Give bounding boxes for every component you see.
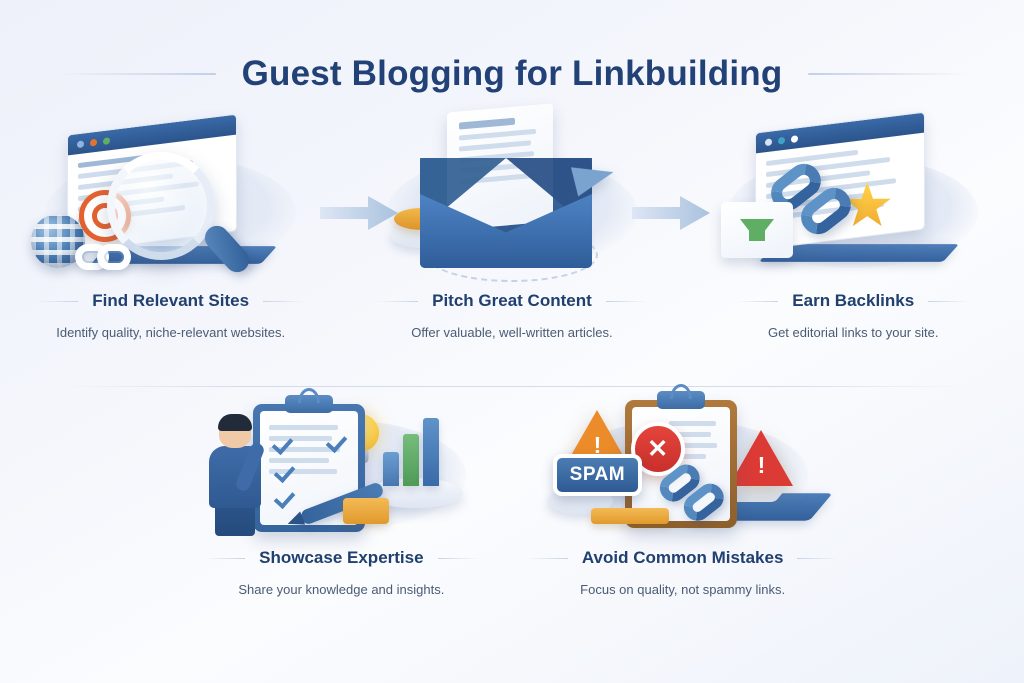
illustration-earn-backlinks (703, 110, 1003, 285)
caption-rule-left (376, 300, 419, 302)
browser-dot-3 (102, 136, 110, 145)
caption-rule-right (605, 300, 648, 302)
caption-heading-row: Find Relevant Sites (0, 291, 341, 311)
content-line (458, 117, 515, 130)
spam-badge-icon: SPAM (552, 454, 643, 496)
x-circle-icon: ✕ (630, 422, 685, 476)
content-line (669, 454, 707, 459)
download-check-card-icon (721, 202, 794, 258)
chain-link-icon (654, 458, 732, 528)
warning-triangle-icon (728, 430, 793, 486)
clipboard-clip (656, 391, 705, 409)
content-line (669, 421, 716, 426)
browser-dot-1 (765, 137, 773, 146)
steps-row-top: Find Relevant Sites Identify quality, ni… (0, 103, 1024, 380)
orange-block (343, 498, 390, 524)
caption-rule-left (736, 300, 779, 302)
caption-heading-row: Showcase Expertise (171, 548, 512, 568)
caption-rule-right (437, 557, 480, 559)
caption-rule-right (928, 300, 971, 302)
step-heading: Showcase Expertise (259, 548, 424, 567)
orange-block (590, 508, 669, 524)
step-description: Offer valuable, well-written articles. (411, 325, 613, 340)
clipboard-clip (285, 395, 334, 413)
browser-dot-2 (778, 136, 786, 145)
content-line (269, 425, 339, 430)
caption-heading-row: Earn Backlinks (683, 291, 1024, 311)
person-hair (218, 414, 253, 431)
step-card-find-relevant-sites[interactable]: Find Relevant Sites Identify quality, ni… (0, 110, 341, 380)
caption-rule-left (36, 300, 79, 302)
content-line (669, 432, 712, 437)
content-line (458, 128, 537, 141)
browser-dot-2 (89, 138, 97, 147)
warning-exclamation: ! (757, 452, 766, 478)
caption-heading-row: Pitch Great Content (341, 291, 682, 311)
title-bar: Guest Blogging for Linkbuilding (0, 46, 1024, 102)
title-rule-left (55, 73, 216, 75)
content-line (269, 447, 340, 452)
content-line (269, 436, 332, 441)
caption-pitch-great-content: Pitch Great Content Offer valuable, well… (341, 285, 682, 340)
download-arrow-icon (740, 219, 775, 241)
illustration-find-relevant-sites (21, 110, 321, 285)
envelope-icon (419, 103, 592, 268)
chain-link-icon (74, 242, 137, 272)
content-line (269, 469, 337, 474)
step-description: Identify quality, niche-relevant website… (56, 325, 286, 340)
steps-row-bottom: Showcase Expertise Share your knowledge … (0, 391, 1024, 622)
step-heading: Avoid Common Mistakes (581, 548, 784, 567)
bar-chart-bar-1 (383, 452, 400, 486)
caption-earn-backlinks: Earn Backlinks Get editorial links to yo… (683, 285, 1024, 340)
caption-rule-left (203, 557, 246, 559)
illustration-showcase-expertise (191, 392, 491, 542)
step-description: Get editorial links to your site. (767, 325, 939, 340)
title-rule-right (808, 73, 969, 75)
section-divider (58, 386, 966, 387)
caption-rule-right (263, 300, 306, 302)
step-heading: Earn Backlinks (792, 291, 915, 310)
step-card-earn-backlinks[interactable]: Earn Backlinks Get editorial links to yo… (683, 110, 1024, 380)
magnifier-icon (106, 152, 254, 278)
browser-dot-3 (791, 134, 799, 143)
content-line (458, 140, 532, 152)
warning-exclamation: ! (593, 432, 602, 458)
flow-arrow-2-icon (632, 196, 710, 230)
caption-rule-right (797, 557, 840, 559)
illustration-pitch-great-content (362, 103, 662, 285)
flow-arrow-1-icon (320, 196, 398, 230)
caption-rule-left (525, 557, 568, 559)
page-title: Guest Blogging for Linkbuilding (241, 54, 783, 93)
step-description: Focus on quality, not spammy links. (580, 582, 786, 597)
illustration-avoid-common-mistakes: ! ! ✕ SPAM (533, 391, 833, 542)
step-card-pitch-great-content[interactable]: Pitch Great Content Offer valuable, well… (341, 103, 682, 380)
step-description: Share your knowledge and insights. (238, 582, 445, 597)
step-card-showcase-expertise[interactable]: Showcase Expertise Share your knowledge … (171, 392, 512, 622)
bar-chart-bar-2 (403, 434, 420, 486)
content-line (669, 443, 718, 448)
caption-heading-row: Avoid Common Mistakes (512, 548, 853, 568)
caption-avoid-common-mistakes: Avoid Common Mistakes Focus on quality, … (512, 542, 853, 597)
caption-find-relevant-sites: Find Relevant Sites Identify quality, ni… (0, 285, 341, 340)
step-heading: Find Relevant Sites (92, 291, 250, 310)
step-heading: Pitch Great Content (432, 291, 592, 310)
bar-chart-bar-3 (423, 418, 440, 486)
step-card-avoid-common-mistakes[interactable]: ! ! ✕ SPAM (512, 391, 853, 622)
content-line (269, 458, 329, 463)
caption-showcase-expertise: Showcase Expertise Share your knowledge … (171, 542, 512, 597)
browser-dot-1 (76, 139, 84, 148)
